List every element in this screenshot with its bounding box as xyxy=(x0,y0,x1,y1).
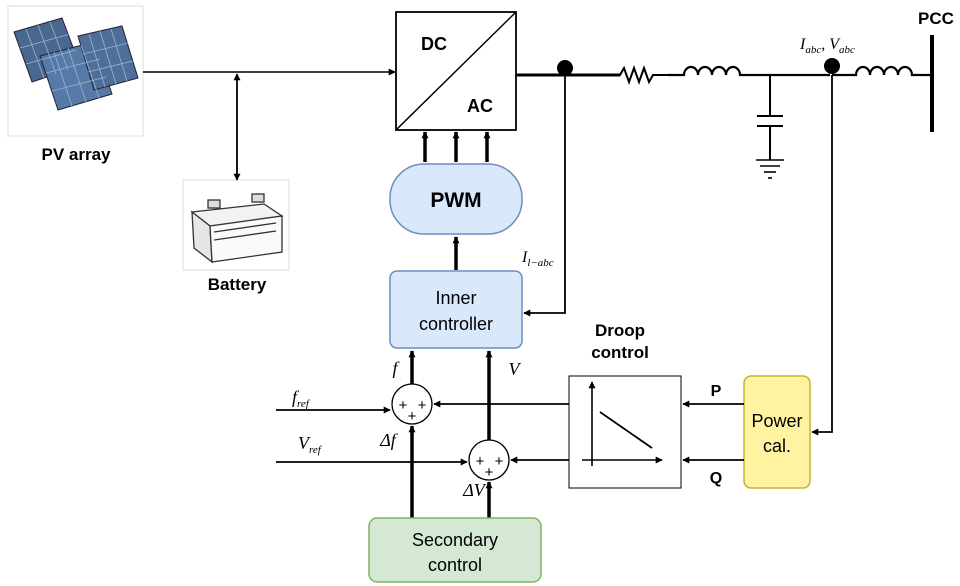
dc-ac-converter xyxy=(395,11,517,131)
sum-plus-right: + xyxy=(495,453,504,470)
inner-controller-label-1: Inner xyxy=(435,288,476,308)
sum-plus-bottom: + xyxy=(485,464,494,481)
v-ref-label: Vref xyxy=(298,433,323,456)
pv-array-image xyxy=(7,5,144,137)
current-sensor-node xyxy=(557,60,573,76)
secondary-control-block xyxy=(368,517,542,583)
inner-controller-block xyxy=(389,270,523,349)
q-label: Q xyxy=(710,470,722,487)
power-calculation-label-2: cal. xyxy=(763,436,791,456)
ac-label: AC xyxy=(467,96,493,116)
inner-controller-label-2: controller xyxy=(419,314,493,334)
current-feedback-line xyxy=(523,76,566,317)
power-calculation-label-1: Power xyxy=(751,411,802,431)
f-ref-label: fref xyxy=(292,387,311,410)
dc-label: DC xyxy=(421,34,447,54)
secondary-control-label-1: Secondary xyxy=(412,530,498,550)
pwm-label: PWM xyxy=(430,189,481,212)
measurement-node xyxy=(824,58,840,74)
delta-f-label: Δf xyxy=(379,430,399,450)
battery-label: Battery xyxy=(208,275,267,294)
sum-plus-bottom: + xyxy=(408,408,417,425)
droop-control-label-2: control xyxy=(591,343,649,362)
droop-control-label-1: Droop xyxy=(595,321,645,340)
inductor-symbol xyxy=(668,65,830,77)
droop-curve-icon xyxy=(582,381,663,466)
grid-inductor-symbol xyxy=(832,65,932,77)
power-calculation-block xyxy=(743,375,811,489)
sum-plus-left: + xyxy=(399,397,408,414)
droop-control-block xyxy=(568,375,682,489)
pv-array-label: PV array xyxy=(42,145,112,164)
v-label: V xyxy=(509,359,522,379)
resistor-symbol xyxy=(612,65,668,85)
solar-panel-icon xyxy=(13,17,139,111)
il-abc-label: Il−abc xyxy=(521,249,554,269)
battery-image xyxy=(182,179,290,271)
sum-plus-left: + xyxy=(476,453,485,470)
pcc-label: PCC xyxy=(918,9,954,28)
measurement-feedback-line xyxy=(811,75,833,436)
battery-icon xyxy=(190,193,284,264)
pwm-block xyxy=(389,163,523,235)
iabc-vabc-label: Iabc, Vabc xyxy=(799,36,855,56)
delta-v-label: ΔV xyxy=(462,480,487,500)
sum-plus-right: + xyxy=(418,397,427,414)
filter-capacitor xyxy=(757,75,783,160)
p-label: P xyxy=(711,383,722,400)
f-label: f xyxy=(392,358,400,378)
ground-icon xyxy=(756,159,784,179)
secondary-control-label-2: control xyxy=(428,555,482,575)
